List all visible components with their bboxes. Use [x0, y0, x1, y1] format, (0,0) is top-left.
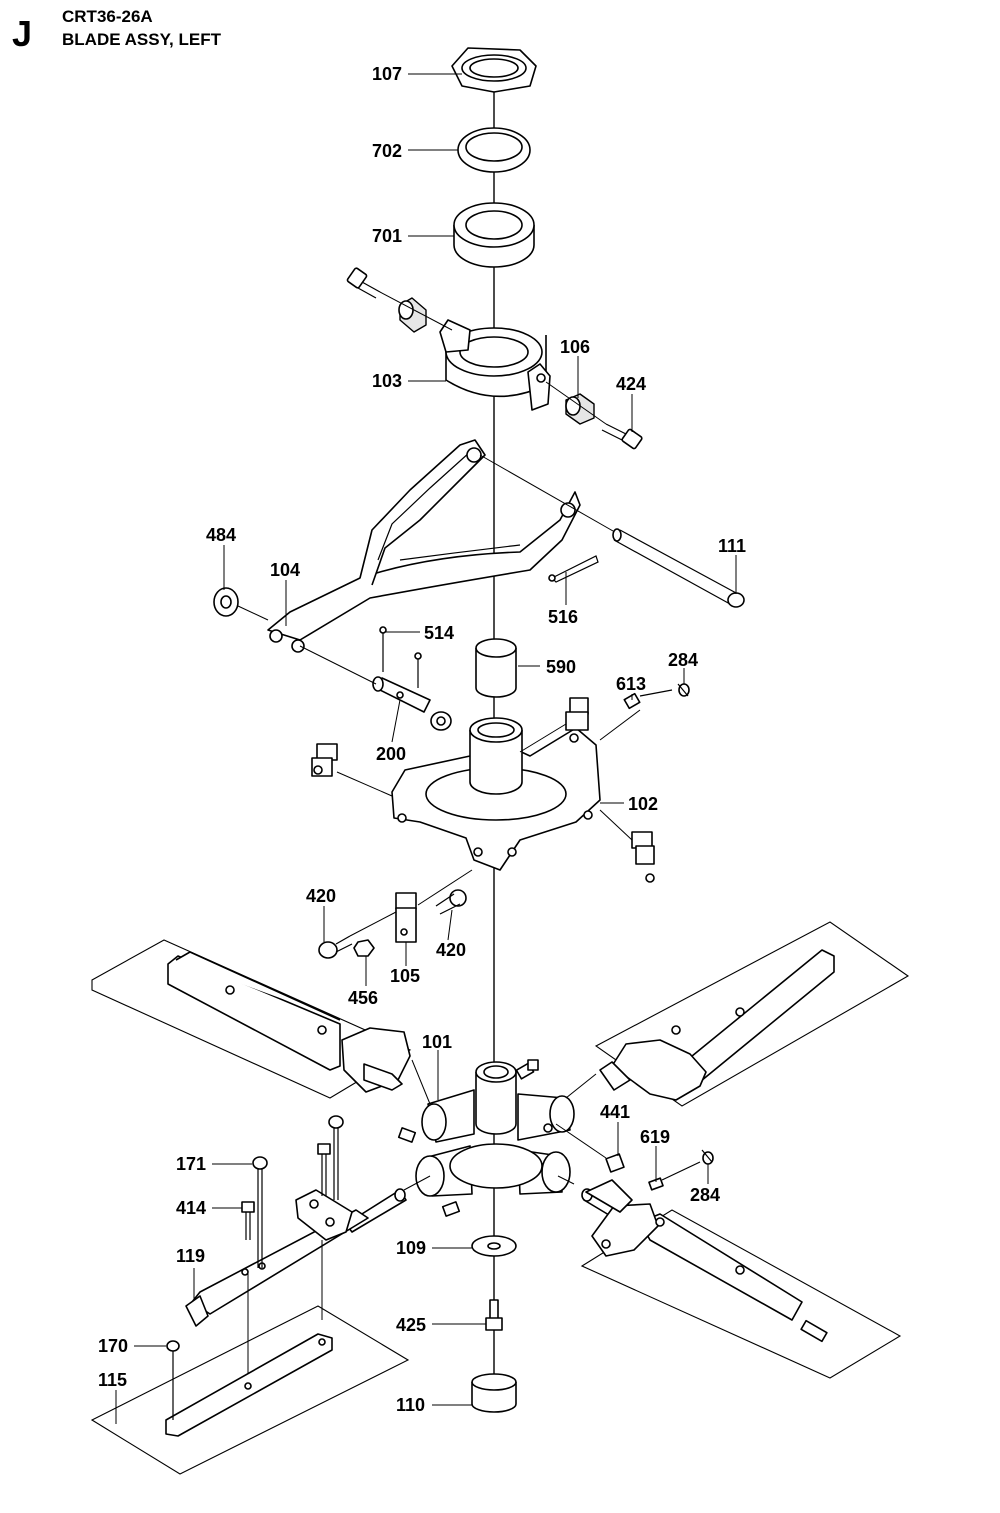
callout-104: 104: [270, 560, 300, 580]
callout-171: 171: [176, 1154, 206, 1174]
part-long-bolt-a: [317, 1143, 331, 1196]
part-111-pin: [612, 528, 745, 608]
section-letter: J: [12, 13, 32, 54]
callout-106: 106: [560, 337, 590, 357]
part-200-shaft: [372, 676, 452, 731]
part-101-center-hub: [415, 1061, 575, 1197]
assembly-title: BLADE ASSY, LEFT: [62, 30, 222, 49]
part-101-fittings: [397, 1059, 539, 1217]
part-701-bearing: [453, 202, 535, 268]
part-105-clamp: [395, 892, 417, 943]
part-104-yoke: [267, 439, 581, 653]
callout-514: 514: [424, 623, 454, 643]
callout-leaders: [115, 73, 737, 1424]
part-170-screw: [166, 1340, 180, 1420]
part-blade-arm-upper-left: [167, 951, 411, 1093]
part-103-housing: [439, 319, 551, 411]
part-284-cap-upper: [677, 683, 690, 697]
part-514-pins: [379, 626, 422, 688]
callout-701: 701: [372, 226, 402, 246]
callout-424: 424: [616, 374, 646, 394]
part-613-fitting: [623, 689, 673, 710]
part-516-cotter-pin: [548, 555, 599, 583]
part-blade-arm-lower-right: [585, 1179, 828, 1343]
part-clamp-left: [311, 743, 338, 777]
part-119-blade-arm: [185, 1189, 369, 1327]
blade-plate-lower-left: [90, 1305, 410, 1475]
callout-107: 107: [372, 64, 402, 84]
part-619-nipple: [648, 1161, 701, 1191]
callout-101: 101: [422, 1032, 452, 1052]
model-number: CRT36-26A: [62, 7, 153, 26]
callout-284-lower: 284: [690, 1185, 720, 1205]
callout-516: 516: [548, 607, 578, 627]
callout-414: 414: [176, 1198, 206, 1218]
part-420-bolt-right: [435, 889, 467, 915]
part-clamp-right: [631, 831, 655, 883]
part-420-bolt-left: [318, 935, 353, 959]
callout-613: 613: [616, 674, 646, 694]
callout-102: 102: [628, 794, 658, 814]
part-441-fitting: [605, 1153, 625, 1173]
part-blade-arm-upper-right: [599, 949, 835, 1101]
callout-441: 441: [600, 1102, 630, 1122]
part-456-nut: [353, 939, 375, 957]
callout-484: 484: [206, 525, 236, 545]
callout-111: 111: [718, 536, 746, 556]
part-424-bolt: [601, 423, 643, 450]
part-spacer-left: [398, 297, 427, 333]
part-115-plate-bar: [165, 1333, 333, 1437]
callout-109: 109: [396, 1238, 426, 1258]
callout-284-upper: 284: [668, 650, 698, 670]
part-702-seal: [457, 127, 531, 173]
part-425-bolt: [485, 1299, 503, 1331]
part-107-nut: [451, 47, 537, 93]
part-long-bolt-b: [328, 1115, 344, 1200]
callout-170: 170: [98, 1336, 128, 1356]
callout-425: 425: [396, 1315, 426, 1335]
callout-103: 103: [372, 371, 402, 391]
part-484-washer: [213, 587, 239, 617]
callout-702: 702: [372, 141, 402, 161]
part-109-washer: [471, 1235, 517, 1257]
part-171-bolt: [252, 1156, 268, 1268]
callout-200: 200: [376, 744, 406, 764]
callout-110: 110: [396, 1395, 425, 1415]
callout-420-right: 420: [436, 940, 466, 960]
part-bolt-left: [346, 267, 381, 299]
callout-456: 456: [348, 988, 378, 1008]
callout-420-left: 420: [306, 886, 336, 906]
callout-119: 119: [176, 1246, 205, 1266]
part-590-bushing: [475, 638, 517, 698]
callout-105: 105: [390, 966, 420, 986]
part-102-hub: [391, 717, 601, 871]
part-clamp-top-right: [565, 697, 589, 743]
callout-590: 590: [546, 657, 576, 677]
part-414-bolt: [241, 1201, 255, 1240]
callout-619: 619: [640, 1127, 670, 1147]
callout-115: 115: [98, 1370, 127, 1390]
part-110-cap: [471, 1373, 517, 1413]
part-284-cap-lower: [701, 1149, 714, 1165]
